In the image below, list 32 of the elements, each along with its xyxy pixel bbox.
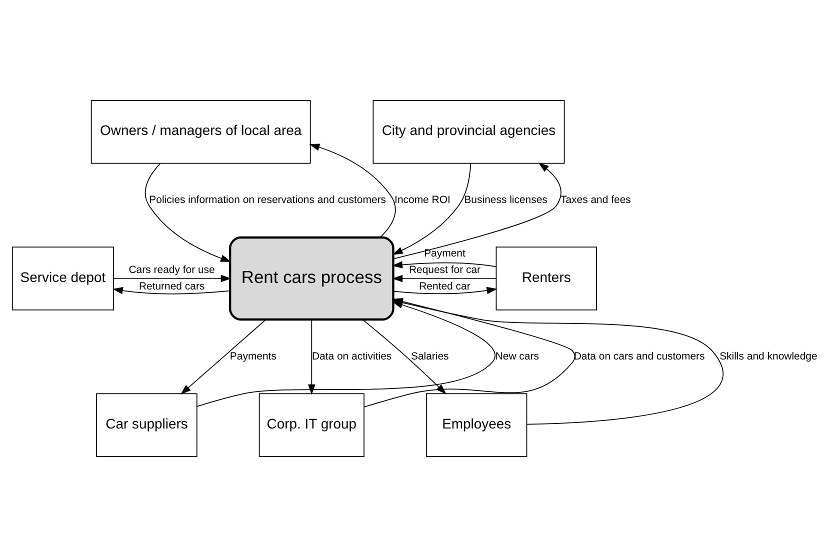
edge-label: Income ROI: [394, 195, 450, 206]
edge-label: Salaries: [410, 351, 449, 362]
edge-label: Data on activities: [312, 351, 392, 362]
node-box: Service depot: [12, 246, 114, 310]
edge-label: Taxes and fees: [560, 195, 631, 206]
edge-label: Skills and knowledge: [720, 351, 818, 362]
arrow: [180, 319, 266, 395]
edge-label: Policies information on reservations and customers: [149, 195, 386, 206]
edge-label: Cars ready for use: [128, 264, 215, 276]
arrow: [112, 286, 230, 294]
edge-label: Payments: [230, 351, 276, 362]
arrow: [144, 163, 232, 262]
node-box: Owners / managers of local area: [90, 100, 311, 164]
node-box: Rent cars process: [228, 236, 394, 321]
arrow: [392, 286, 498, 294]
node-box: City and provincial agencies: [372, 100, 565, 164]
edge-label: Returned cars: [138, 281, 205, 292]
arrow: [113, 274, 232, 282]
edge-label: Payment: [424, 248, 466, 260]
arrow: [309, 144, 396, 238]
arrow: [392, 162, 472, 255]
edge-label: Rented car: [419, 281, 470, 292]
node-box: Employees: [426, 393, 528, 457]
node-box: Renters: [496, 246, 597, 310]
node-box: Car suppliers: [96, 393, 198, 457]
node-box: Corp. IT group: [258, 393, 364, 457]
arrow: [392, 274, 496, 282]
arrow: [393, 162, 562, 260]
edge-label: Business licenses: [464, 195, 548, 206]
edge-label: New cars: [495, 351, 539, 362]
edge-label: Request for car: [408, 264, 481, 276]
arrow: [392, 261, 497, 268]
